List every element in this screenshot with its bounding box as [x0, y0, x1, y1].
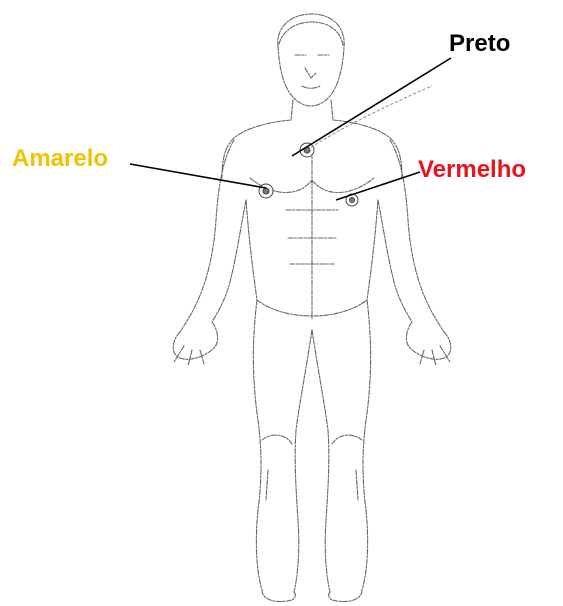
- right-hand-outline: [406, 322, 450, 366]
- left-hand-outline: [173, 322, 217, 366]
- electrode-yellow: [259, 184, 273, 198]
- left-leg-outline: [253, 300, 312, 592]
- feet-outline: [262, 590, 362, 602]
- label-red: Vermelho: [418, 158, 526, 182]
- label-yellow: Amarelo: [12, 147, 108, 171]
- electrode-cable: [307, 86, 432, 150]
- head-outline: [278, 14, 344, 106]
- neck-outline: [291, 100, 333, 120]
- electrodes: [259, 86, 432, 206]
- leader-line-red: [336, 172, 420, 200]
- body-outline: [173, 14, 451, 602]
- label-black: Preto: [449, 32, 510, 56]
- knee-details: [262, 435, 362, 500]
- left-arm-outline: [180, 140, 246, 332]
- leader-line-yellow: [130, 164, 266, 188]
- hair-outline: [279, 22, 343, 45]
- chest-details: [250, 150, 374, 320]
- face-details: [295, 55, 329, 88]
- right-leg-outline: [312, 300, 371, 592]
